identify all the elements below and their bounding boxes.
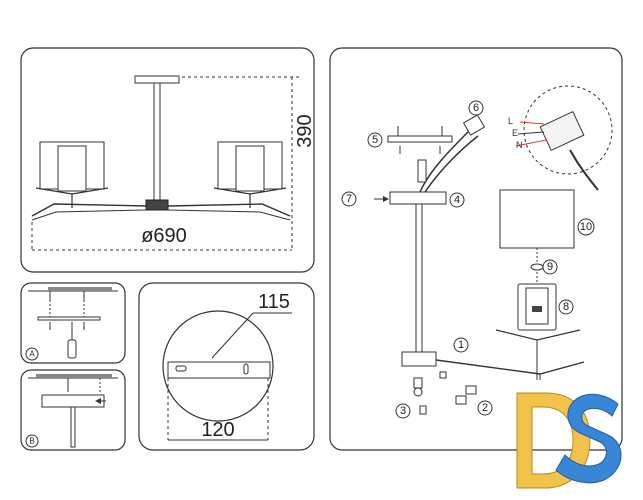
part-1-badge bbox=[453, 337, 469, 353]
part-10-number: 10 bbox=[580, 221, 592, 233]
screwdriver-icon bbox=[67, 322, 77, 359]
wiring-detail: L E N bbox=[508, 85, 613, 191]
wire-label-n: N bbox=[516, 140, 523, 150]
part-7-badge bbox=[341, 191, 357, 207]
step-a-frame bbox=[20, 282, 126, 364]
left-arm bbox=[31, 203, 147, 217]
part-2-badge bbox=[477, 400, 493, 416]
ring-part bbox=[530, 263, 544, 271]
part-6-number: 6 bbox=[473, 102, 479, 114]
step-b-letter: B bbox=[29, 437, 34, 446]
part-2-number: 2 bbox=[482, 402, 488, 414]
hub-part bbox=[401, 351, 437, 367]
part-3-number: 3 bbox=[400, 405, 406, 417]
plate-small-label: 115 bbox=[258, 291, 290, 313]
wire-label-e: E bbox=[512, 128, 518, 138]
part-number-badges: 1 2 3 4 5 6 7 8 9 10 bbox=[341, 100, 595, 419]
part-7-number: 7 bbox=[346, 193, 352, 205]
part-10-badge bbox=[577, 218, 595, 236]
mounting-bracket-part bbox=[387, 126, 453, 154]
mounting-bracket bbox=[37, 316, 101, 321]
part-4-number: 4 bbox=[454, 194, 460, 206]
part-5-badge bbox=[367, 132, 383, 148]
step-b-panel: B bbox=[20, 369, 126, 451]
assembly-panel: L E N bbox=[329, 47, 623, 451]
dimension-panel: 390 ø690 bbox=[20, 47, 316, 273]
part-6-badge bbox=[468, 100, 484, 116]
right-shade bbox=[213, 141, 287, 208]
center-hub bbox=[145, 199, 169, 211]
part-8-badge bbox=[558, 299, 574, 315]
left-shade bbox=[35, 141, 109, 208]
canopy-plate-panel: 115 120 bbox=[138, 282, 315, 451]
plate-large-label: 120 bbox=[201, 419, 234, 441]
canopy-part bbox=[389, 191, 447, 205]
right-arm bbox=[167, 203, 291, 217]
canopy bbox=[134, 75, 180, 84]
small-hardware bbox=[413, 371, 477, 415]
step-a-panel: A bbox=[20, 282, 126, 364]
part-4-badge bbox=[449, 192, 465, 208]
center-rod bbox=[153, 82, 161, 202]
rod-b bbox=[70, 406, 76, 448]
height-label: 390 bbox=[294, 114, 316, 147]
lamp-holder-part bbox=[495, 283, 581, 380]
part-9-badge bbox=[542, 259, 558, 275]
rod-part bbox=[415, 203, 423, 353]
ceiling-hatch bbox=[48, 287, 112, 291]
wire-label-l: L bbox=[508, 116, 513, 126]
shade-part bbox=[499, 189, 575, 249]
part-3-badge bbox=[395, 403, 411, 419]
diameter-label: ø690 bbox=[141, 225, 187, 247]
canopy-b bbox=[41, 394, 105, 408]
step-b-badge bbox=[25, 434, 39, 448]
part-5-number: 5 bbox=[372, 134, 378, 146]
brand-logo bbox=[516, 392, 622, 489]
part-8-number: 8 bbox=[563, 301, 569, 313]
step-a-badge bbox=[25, 347, 39, 361]
part-1-number: 1 bbox=[458, 339, 464, 351]
part-9-number: 9 bbox=[547, 261, 553, 273]
step-a-letter: A bbox=[29, 350, 35, 359]
dimension-panel-frame bbox=[20, 47, 315, 273]
